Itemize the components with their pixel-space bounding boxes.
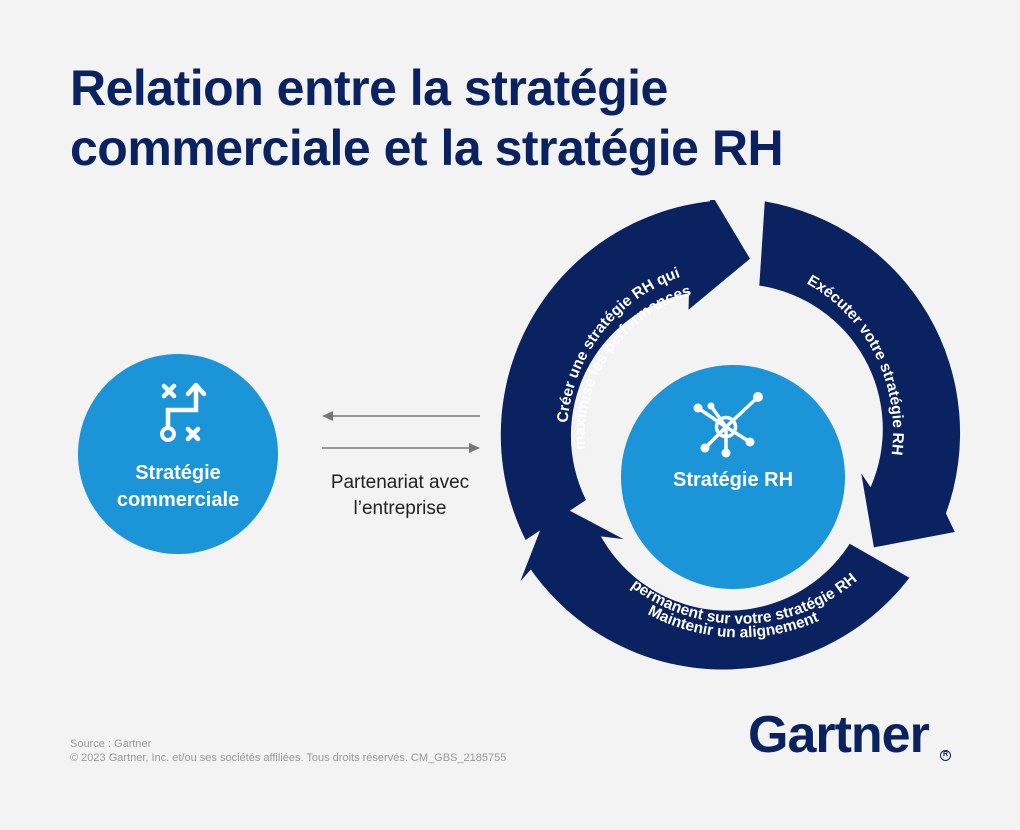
business-strategy-circle: Stratégie commerciale [78, 354, 278, 554]
arrow-right-icon [322, 443, 480, 453]
partnership-label-line-2: l’entreprise [353, 498, 447, 519]
business-strategy-label-line-2: commerciale [116, 489, 240, 511]
page-title: Relation entre la stratégie commerciale … [70, 58, 970, 178]
business-strategy-label-line-1: Stratégie [135, 462, 221, 484]
hr-strategy-cycle: Créer une stratégie RH qui maximise les … [500, 200, 961, 670]
cycle-arrow-execute [759, 201, 961, 548]
strategy-play-icon [160, 382, 207, 442]
registered-mark-icon: R [940, 750, 951, 761]
cycle-arrows [500, 200, 961, 670]
gartner-logo: Gartner [748, 706, 930, 764]
footer-copyright: © 2023 Gartner, Inc. et/ou ses sociétés … [70, 752, 507, 764]
business-strategy-label: Stratégie commerciale [78, 460, 278, 514]
arrow-left-icon [322, 411, 480, 421]
title-line-1: Relation entre la stratégie [70, 60, 668, 116]
partnership-label: Partenariat avec l’entreprise [300, 470, 500, 522]
network-hub-icon [693, 392, 763, 458]
title-line-2: commerciale et la stratégie RH [70, 120, 784, 176]
footer-source: Source : Gartner [70, 738, 152, 750]
partnership-arrows [322, 411, 480, 453]
hr-strategy-label: Stratégie RH [673, 469, 793, 491]
cycle-arrow-create [500, 200, 750, 540]
footer: Source : Gartner © 2023 Gartner, Inc. et… [70, 737, 506, 765]
partnership-label-line-1: Partenariat avec [330, 472, 470, 493]
cycle-arrow-maintain [520, 501, 910, 670]
hr-strategy-circle [621, 365, 845, 589]
